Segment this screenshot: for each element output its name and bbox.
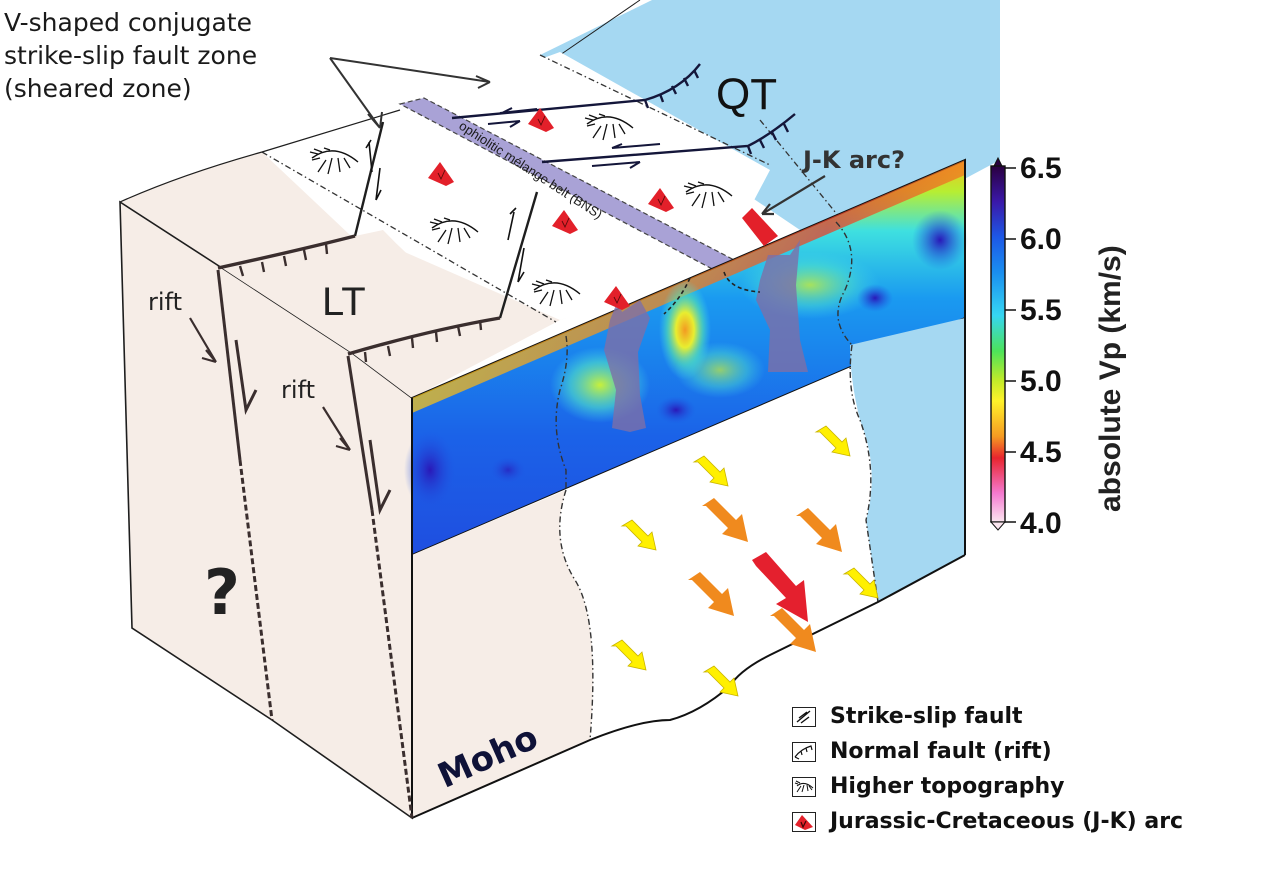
callout-line-2: strike-slip fault zone [4, 41, 258, 70]
legend-label: Strike-slip fault [830, 704, 1023, 729]
qt-top-surface [540, 0, 1000, 240]
legend-item-higher-topography: Higher topography [792, 770, 1183, 803]
colorbar-tick-4.5: 4.5 [1020, 436, 1062, 469]
colorbar-tick-4.0: 4.0 [1020, 507, 1062, 540]
strike-slip-fault-icon [792, 706, 816, 727]
callout-line-3: (sheared zone) [4, 74, 192, 103]
sheared-zone-surface [262, 55, 720, 320]
legend-item-normal-fault: Normal fault (rift) [792, 735, 1183, 768]
rift-label-lower: rift [281, 376, 315, 404]
colorbar [989, 156, 1016, 531]
sheared-zone-callout: V-shaped conjugate strike-slip fault zon… [4, 6, 257, 105]
colorbar-tick-5.0: 5.0 [1020, 365, 1062, 398]
jk-arc-question-label: J-K arc? [803, 146, 906, 174]
lt-label: LT [322, 280, 366, 324]
jk-arc-icon [792, 811, 816, 832]
magmatic-intrusion-2 [756, 240, 808, 372]
unknown-mark: ? [204, 556, 240, 629]
flow-arrow-red [752, 552, 808, 622]
legend: Strike-slip fault Normal fault (rift) Hi… [792, 700, 1183, 840]
rift-label-upper: rift [148, 288, 182, 316]
legend-label: Higher topography [830, 774, 1065, 799]
colorbar-tick-6.5: 6.5 [1020, 152, 1062, 185]
legend-label: Normal fault (rift) [830, 739, 1052, 764]
moho-boundary [411, 554, 966, 819]
colorbar-tick-5.5: 5.5 [1020, 294, 1062, 327]
colorbar-title: absolute Vp (km/s) [1094, 245, 1127, 512]
qt-label: QT [716, 70, 778, 119]
callout-line-1: V-shaped conjugate [4, 8, 252, 37]
magmatic-intrusion-1 [604, 300, 650, 432]
normal-fault-icon [792, 741, 816, 762]
legend-item-jk-arc: Jurassic-Cretaceous (J-K) arc [792, 805, 1183, 838]
legend-label: Jurassic-Cretaceous (J-K) arc [830, 809, 1184, 834]
legend-item-strike-slip: Strike-slip fault [792, 700, 1183, 733]
colorbar-tick-6.0: 6.0 [1020, 223, 1062, 256]
higher-topography-icon [792, 776, 816, 797]
